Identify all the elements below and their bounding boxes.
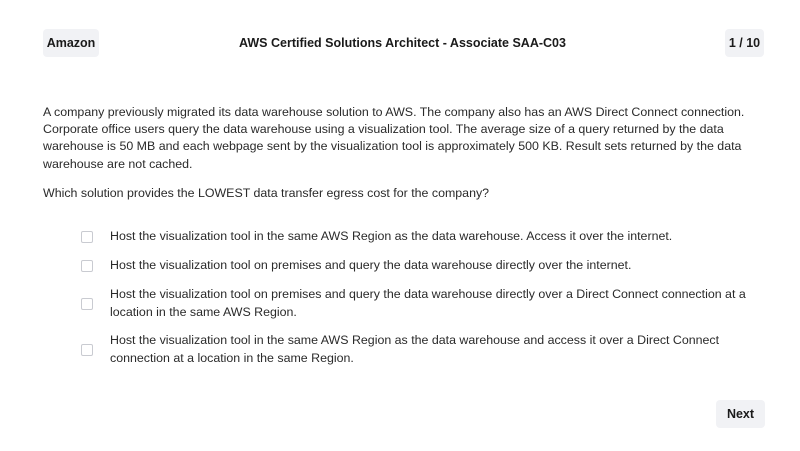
question-text: A company previously migrated its data w…	[43, 105, 745, 171]
progress-label: 1 / 10	[728, 36, 761, 50]
answer-option-label: Host the visualization tool in the same …	[110, 333, 720, 365]
answer-option-label: Host the visualization tool on premises …	[110, 258, 632, 273]
answer-option[interactable]: Host the visualization tool on premises …	[81, 257, 766, 275]
next-button[interactable]: Next	[716, 400, 765, 428]
progress-counter: 1 / 10	[725, 29, 764, 57]
answer-checkbox[interactable]	[81, 343, 93, 356]
answer-checkbox[interactable]	[81, 260, 93, 272]
vendor-badge: Amazon	[43, 29, 99, 57]
vendor-label: Amazon	[46, 36, 96, 50]
answer-option[interactable]: Host the visualization tool on premises …	[81, 286, 766, 321]
question-prompt: Which solution provides the LOWEST data …	[43, 186, 490, 200]
answer-option-label: Host the visualization tool in the same …	[110, 229, 673, 244]
answer-option-label: Host the visualization tool on premises …	[110, 287, 746, 319]
answer-checkbox[interactable]	[81, 297, 93, 310]
answer-checkbox[interactable]	[81, 231, 93, 243]
answer-option[interactable]: Host the visualization tool in the same …	[81, 228, 766, 246]
answer-option[interactable]: Host the visualization tool in the same …	[81, 332, 766, 367]
exam-title: AWS Certified Solutions Architect - Asso…	[239, 36, 566, 50]
